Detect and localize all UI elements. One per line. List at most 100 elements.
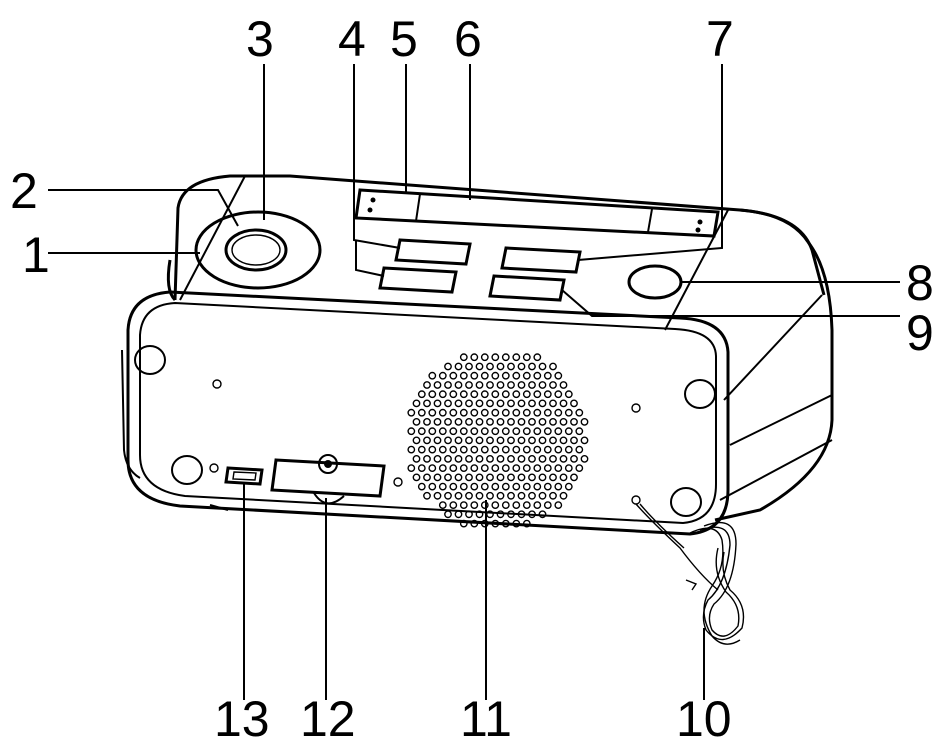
grill-hole: [470, 408, 479, 417]
grill-hole: [438, 427, 447, 436]
grill-hole: [543, 427, 552, 436]
grill-hole: [428, 390, 437, 399]
grill-hole: [480, 464, 489, 472]
grill-hole: [512, 371, 521, 380]
grill-hole: [554, 371, 563, 380]
grill-hole: [538, 510, 547, 519]
antenna-hole: [631, 495, 641, 505]
grill-hole: [433, 491, 442, 500]
grill-hole: [507, 417, 515, 426]
grill-hole: [549, 399, 557, 408]
grill-hole: [554, 408, 563, 417]
rubber-foot-tl: [134, 345, 166, 375]
grill-hole: [538, 362, 547, 371]
grill-hole: [486, 454, 494, 463]
grill-hole: [417, 390, 426, 399]
grill-hole: [580, 454, 589, 463]
grill-hole: [528, 491, 536, 500]
grill-hole: [549, 362, 557, 371]
grill-hole: [433, 436, 442, 445]
grill-hole: [570, 417, 578, 426]
grill-hole: [575, 427, 584, 436]
grill-hole: [570, 454, 578, 463]
grill-hole: [522, 464, 531, 472]
grill-hole: [480, 390, 489, 399]
callout-4: 4: [338, 11, 366, 67]
grill-hole: [459, 464, 468, 472]
callout-7: 7: [706, 11, 734, 67]
grill-hole: [454, 491, 463, 500]
grill-hole: [417, 482, 426, 491]
grill-hole: [543, 445, 552, 454]
grill-hole: [475, 491, 484, 500]
grill-hole: [496, 362, 505, 371]
grill-hole: [522, 408, 531, 417]
grill-hole: [412, 473, 421, 482]
grill-hole: [575, 464, 584, 472]
callout-9: 9: [906, 305, 934, 361]
grill-hole: [486, 381, 494, 389]
grill-hole: [538, 454, 547, 463]
grill-hole: [423, 417, 431, 426]
grill-hole: [564, 464, 573, 472]
grill-hole: [459, 519, 468, 528]
grill-hole: [533, 427, 542, 436]
grill-hole: [475, 510, 484, 519]
grill-hole: [407, 408, 416, 417]
grill-hole: [465, 381, 473, 389]
grill-hole: [543, 371, 552, 380]
grill-hole: [507, 362, 515, 371]
grill-hole: [496, 510, 505, 519]
grill-hole: [433, 473, 442, 482]
grill-hole: [512, 445, 521, 454]
grill-hole: [459, 445, 468, 454]
top-button-4b: [378, 266, 458, 294]
grill-hole: [507, 399, 515, 408]
grill-hole: [486, 491, 494, 500]
grill-hole: [412, 399, 421, 408]
grill-hole: [475, 417, 484, 426]
grill-hole: [465, 399, 473, 408]
grill-hole: [543, 390, 552, 399]
grill-hole: [522, 371, 531, 380]
grill-hole: [528, 436, 536, 445]
top-buttons: [378, 238, 683, 302]
grill-hole: [423, 436, 431, 445]
grill-hole: [486, 417, 494, 426]
grill-hole: [465, 362, 473, 371]
grill-hole: [470, 445, 479, 454]
grill-hole: [454, 454, 463, 463]
grill-hole: [528, 417, 536, 426]
button-2: [224, 228, 288, 272]
callout-6: 6: [454, 11, 482, 67]
grill-hole: [491, 445, 500, 454]
grill-hole: [449, 408, 458, 417]
grill-hole: [444, 381, 452, 389]
usb-port: [224, 466, 264, 486]
screw-hole: [631, 403, 641, 413]
grill-hole: [475, 381, 484, 389]
grill-hole: [438, 390, 447, 399]
grill-hole: [486, 362, 494, 371]
grill-hole: [412, 454, 421, 463]
grill-hole: [512, 353, 521, 362]
grill-hole: [522, 501, 531, 509]
grill-hole: [465, 436, 473, 445]
grill-hole: [496, 381, 505, 389]
rubber-foot-br: [670, 487, 702, 517]
grill-hole: [423, 491, 431, 500]
grill-hole: [517, 417, 526, 426]
grill-hole: [444, 454, 452, 463]
grill-hole: [533, 371, 542, 380]
grill-hole: [533, 445, 542, 454]
grill-hole: [407, 445, 416, 454]
grill-hole: [507, 436, 515, 445]
grill-hole: [480, 501, 489, 509]
grill-hole: [438, 464, 447, 472]
rubber-foot-tr: [684, 379, 716, 409]
grill-hole: [512, 482, 521, 491]
grill-hole: [501, 464, 510, 472]
grill-hole: [454, 362, 463, 371]
grill-hole: [570, 436, 578, 445]
grill-hole: [543, 408, 552, 417]
